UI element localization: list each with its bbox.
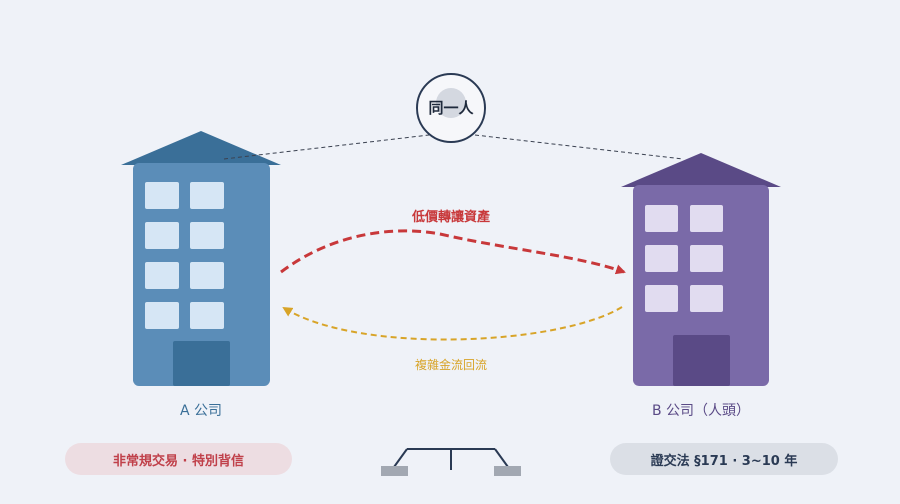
person-label: 同一人 [428, 99, 474, 117]
right-note-badge: 證交法 §171 · 3~10 年 [610, 443, 838, 475]
scale-icon [381, 448, 521, 476]
company-b-label: B 公司（人頭） [652, 403, 750, 419]
link-to-company-a [223, 134, 430, 160]
person-circle-icon [416, 73, 486, 143]
right-note-text: 證交法 §171 · 3~10 年 [650, 453, 798, 469]
building-b-icon [621, 153, 781, 386]
transfer-arrow [280, 229, 626, 275]
company-a-label: A 公司 [180, 403, 222, 419]
return-flow-arrow [282, 306, 623, 341]
return-label: 複雜金流回流 [415, 357, 487, 372]
left-note-text: 非常規交易 · 特別背信 [113, 453, 244, 469]
left-note-badge: 非常規交易 · 特別背信 [65, 443, 292, 475]
building-a-icon [121, 131, 281, 386]
transfer-label: 低價轉讓資產 [411, 209, 490, 225]
link-to-company-b [474, 134, 684, 160]
